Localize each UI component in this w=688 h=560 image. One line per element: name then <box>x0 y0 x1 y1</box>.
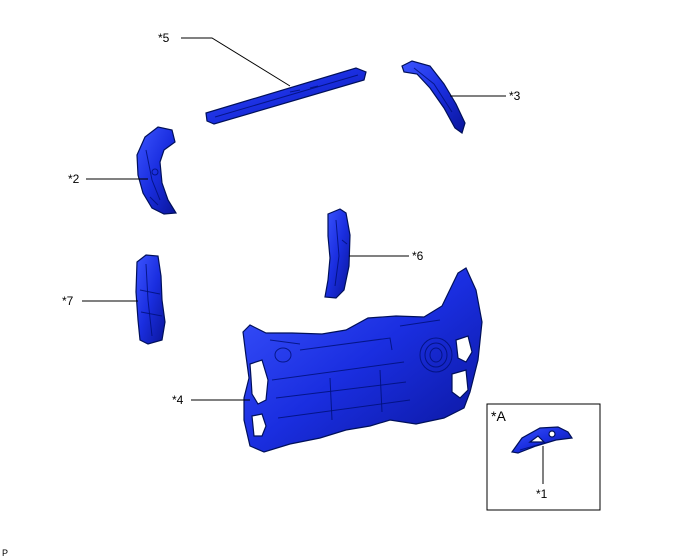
label-4: *4 <box>172 393 184 407</box>
label-7: *7 <box>62 294 74 308</box>
part-4-back-door-trim-board <box>242 267 483 453</box>
label-6: *6 <box>412 249 424 263</box>
part-1-small-bracket <box>510 426 574 454</box>
part-6-right-side-trim <box>324 208 351 299</box>
inset-box-a <box>486 403 601 511</box>
corner-code: P <box>2 548 8 558</box>
part-5-upper-trim <box>205 67 367 125</box>
label-1: *1 <box>536 487 548 501</box>
label-2: *2 <box>68 172 80 186</box>
part-7-left-side-trim <box>135 254 166 345</box>
part-2-left-pillar-trim <box>136 126 178 215</box>
label-3: *3 <box>509 89 521 103</box>
part-3-right-pillar-trim <box>401 60 466 134</box>
label-5: *5 <box>158 31 170 45</box>
leader-5 <box>181 37 291 87</box>
leader-lines <box>82 37 506 401</box>
label-inset-a: *A <box>491 408 506 424</box>
